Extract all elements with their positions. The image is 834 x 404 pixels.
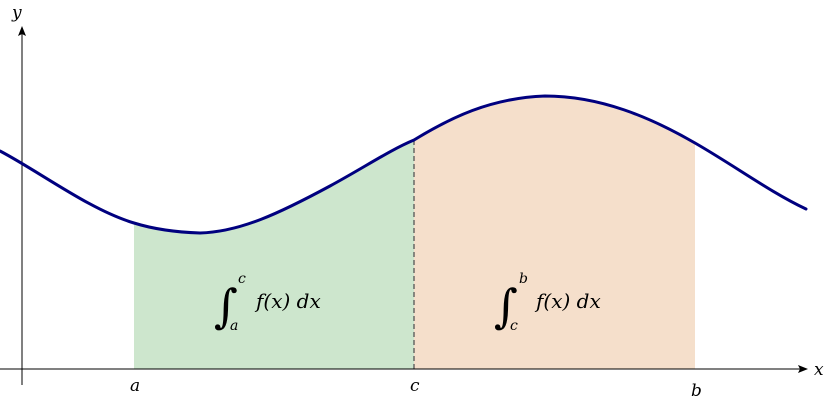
- region-c-to-b: [414, 96, 695, 369]
- tick-label-a: a: [130, 376, 140, 396]
- integral-sign-right: ∫: [494, 279, 518, 333]
- x-axis-arrow: [798, 365, 808, 373]
- integrand-right: f(x) dx: [534, 289, 601, 313]
- integral-upper-limit-left: c: [238, 271, 246, 287]
- integral-sign-left: ∫: [214, 279, 238, 333]
- y-axis-arrow: [18, 26, 26, 36]
- integrand-left: f(x) dx: [254, 289, 321, 313]
- integral-c-to-b: ∫ b c f(x) dx: [494, 271, 601, 334]
- y-axis-label: y: [11, 3, 22, 23]
- integral-a-to-c: ∫ c a f(x) dx: [214, 271, 321, 334]
- function-curve: [0, 94, 808, 235]
- x-axis-label: x: [814, 360, 824, 380]
- region-a-to-c: [134, 140, 414, 369]
- tick-label-c: c: [410, 376, 420, 396]
- integral-upper-limit-right: b: [519, 271, 528, 287]
- integral-lower-limit-left: a: [230, 318, 238, 334]
- tick-label-b: b: [691, 381, 702, 401]
- integral-lower-limit-right: c: [510, 318, 518, 334]
